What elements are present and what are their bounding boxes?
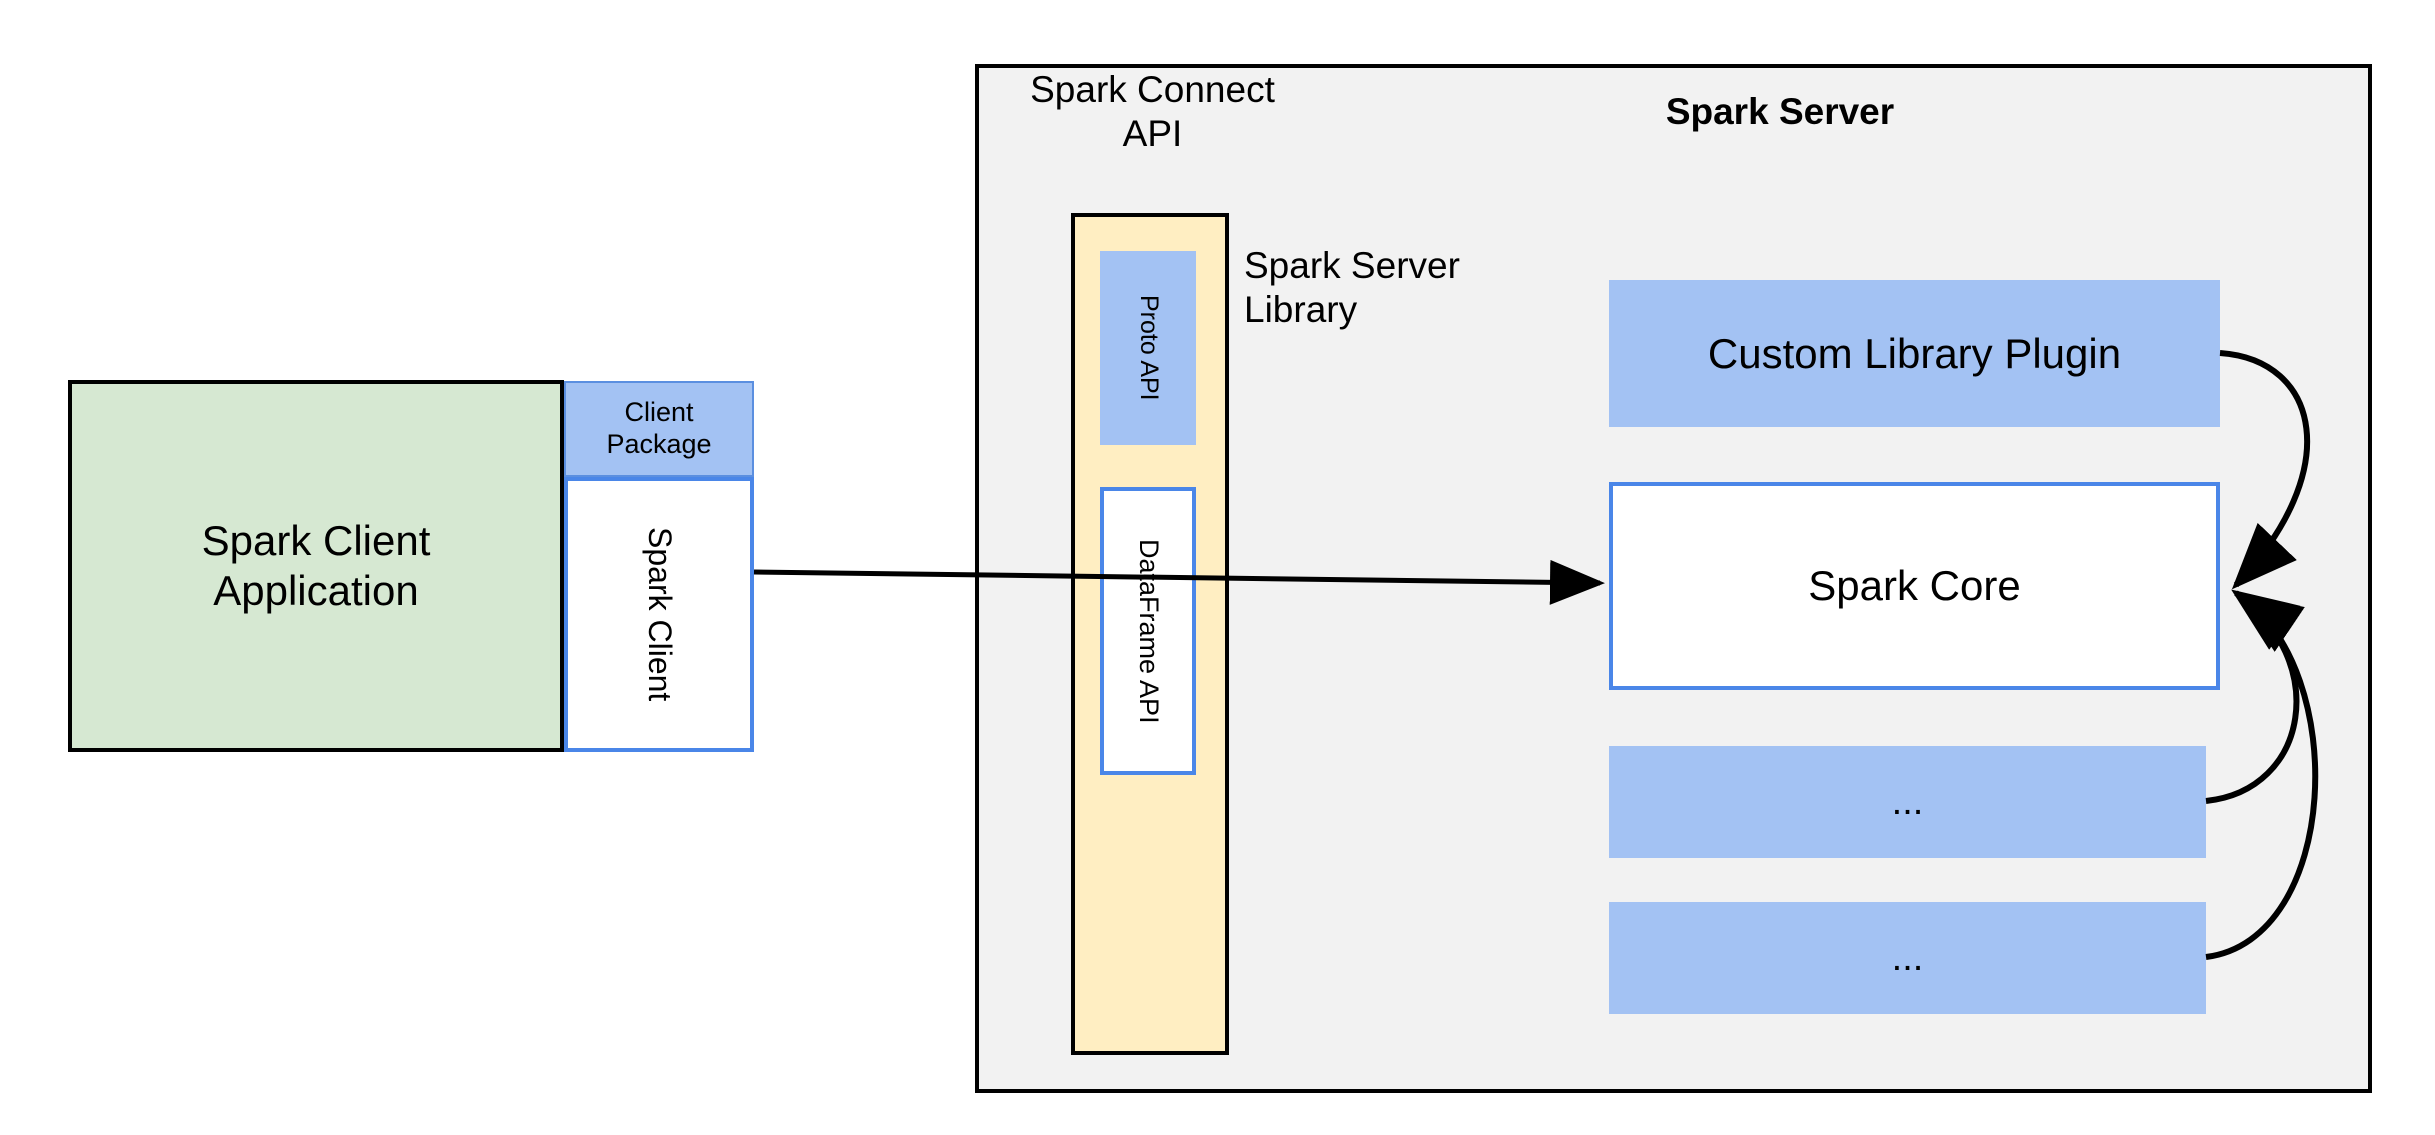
ellipsis-box-1[interactable]: ... <box>1609 746 2206 858</box>
spark-core-box[interactable]: Spark Core <box>1609 482 2220 690</box>
spark-client-application-box[interactable]: Spark Client Application <box>68 380 564 752</box>
spark-client-box[interactable]: Spark Client <box>564 477 754 752</box>
spark-server-library-label: Spark Server Library <box>1244 245 1460 331</box>
ellipsis-box-2[interactable]: ... <box>1609 902 2206 1014</box>
dataframe-api-label: DataFrame API <box>1133 538 1164 724</box>
spark-connect-api-label: Spark Connect API <box>1030 69 1275 155</box>
proto-api-label: Proto API <box>1134 295 1163 401</box>
custom-library-plugin-box[interactable]: Custom Library Plugin <box>1609 280 2220 427</box>
client-package-box[interactable]: Client Package <box>564 381 754 477</box>
spark-client-label: Spark Client <box>641 527 678 702</box>
dataframe-api-box[interactable]: DataFrame API <box>1100 487 1196 775</box>
spark-server-title: Spark Server <box>1665 91 1895 132</box>
proto-api-box[interactable]: Proto API <box>1100 251 1196 445</box>
